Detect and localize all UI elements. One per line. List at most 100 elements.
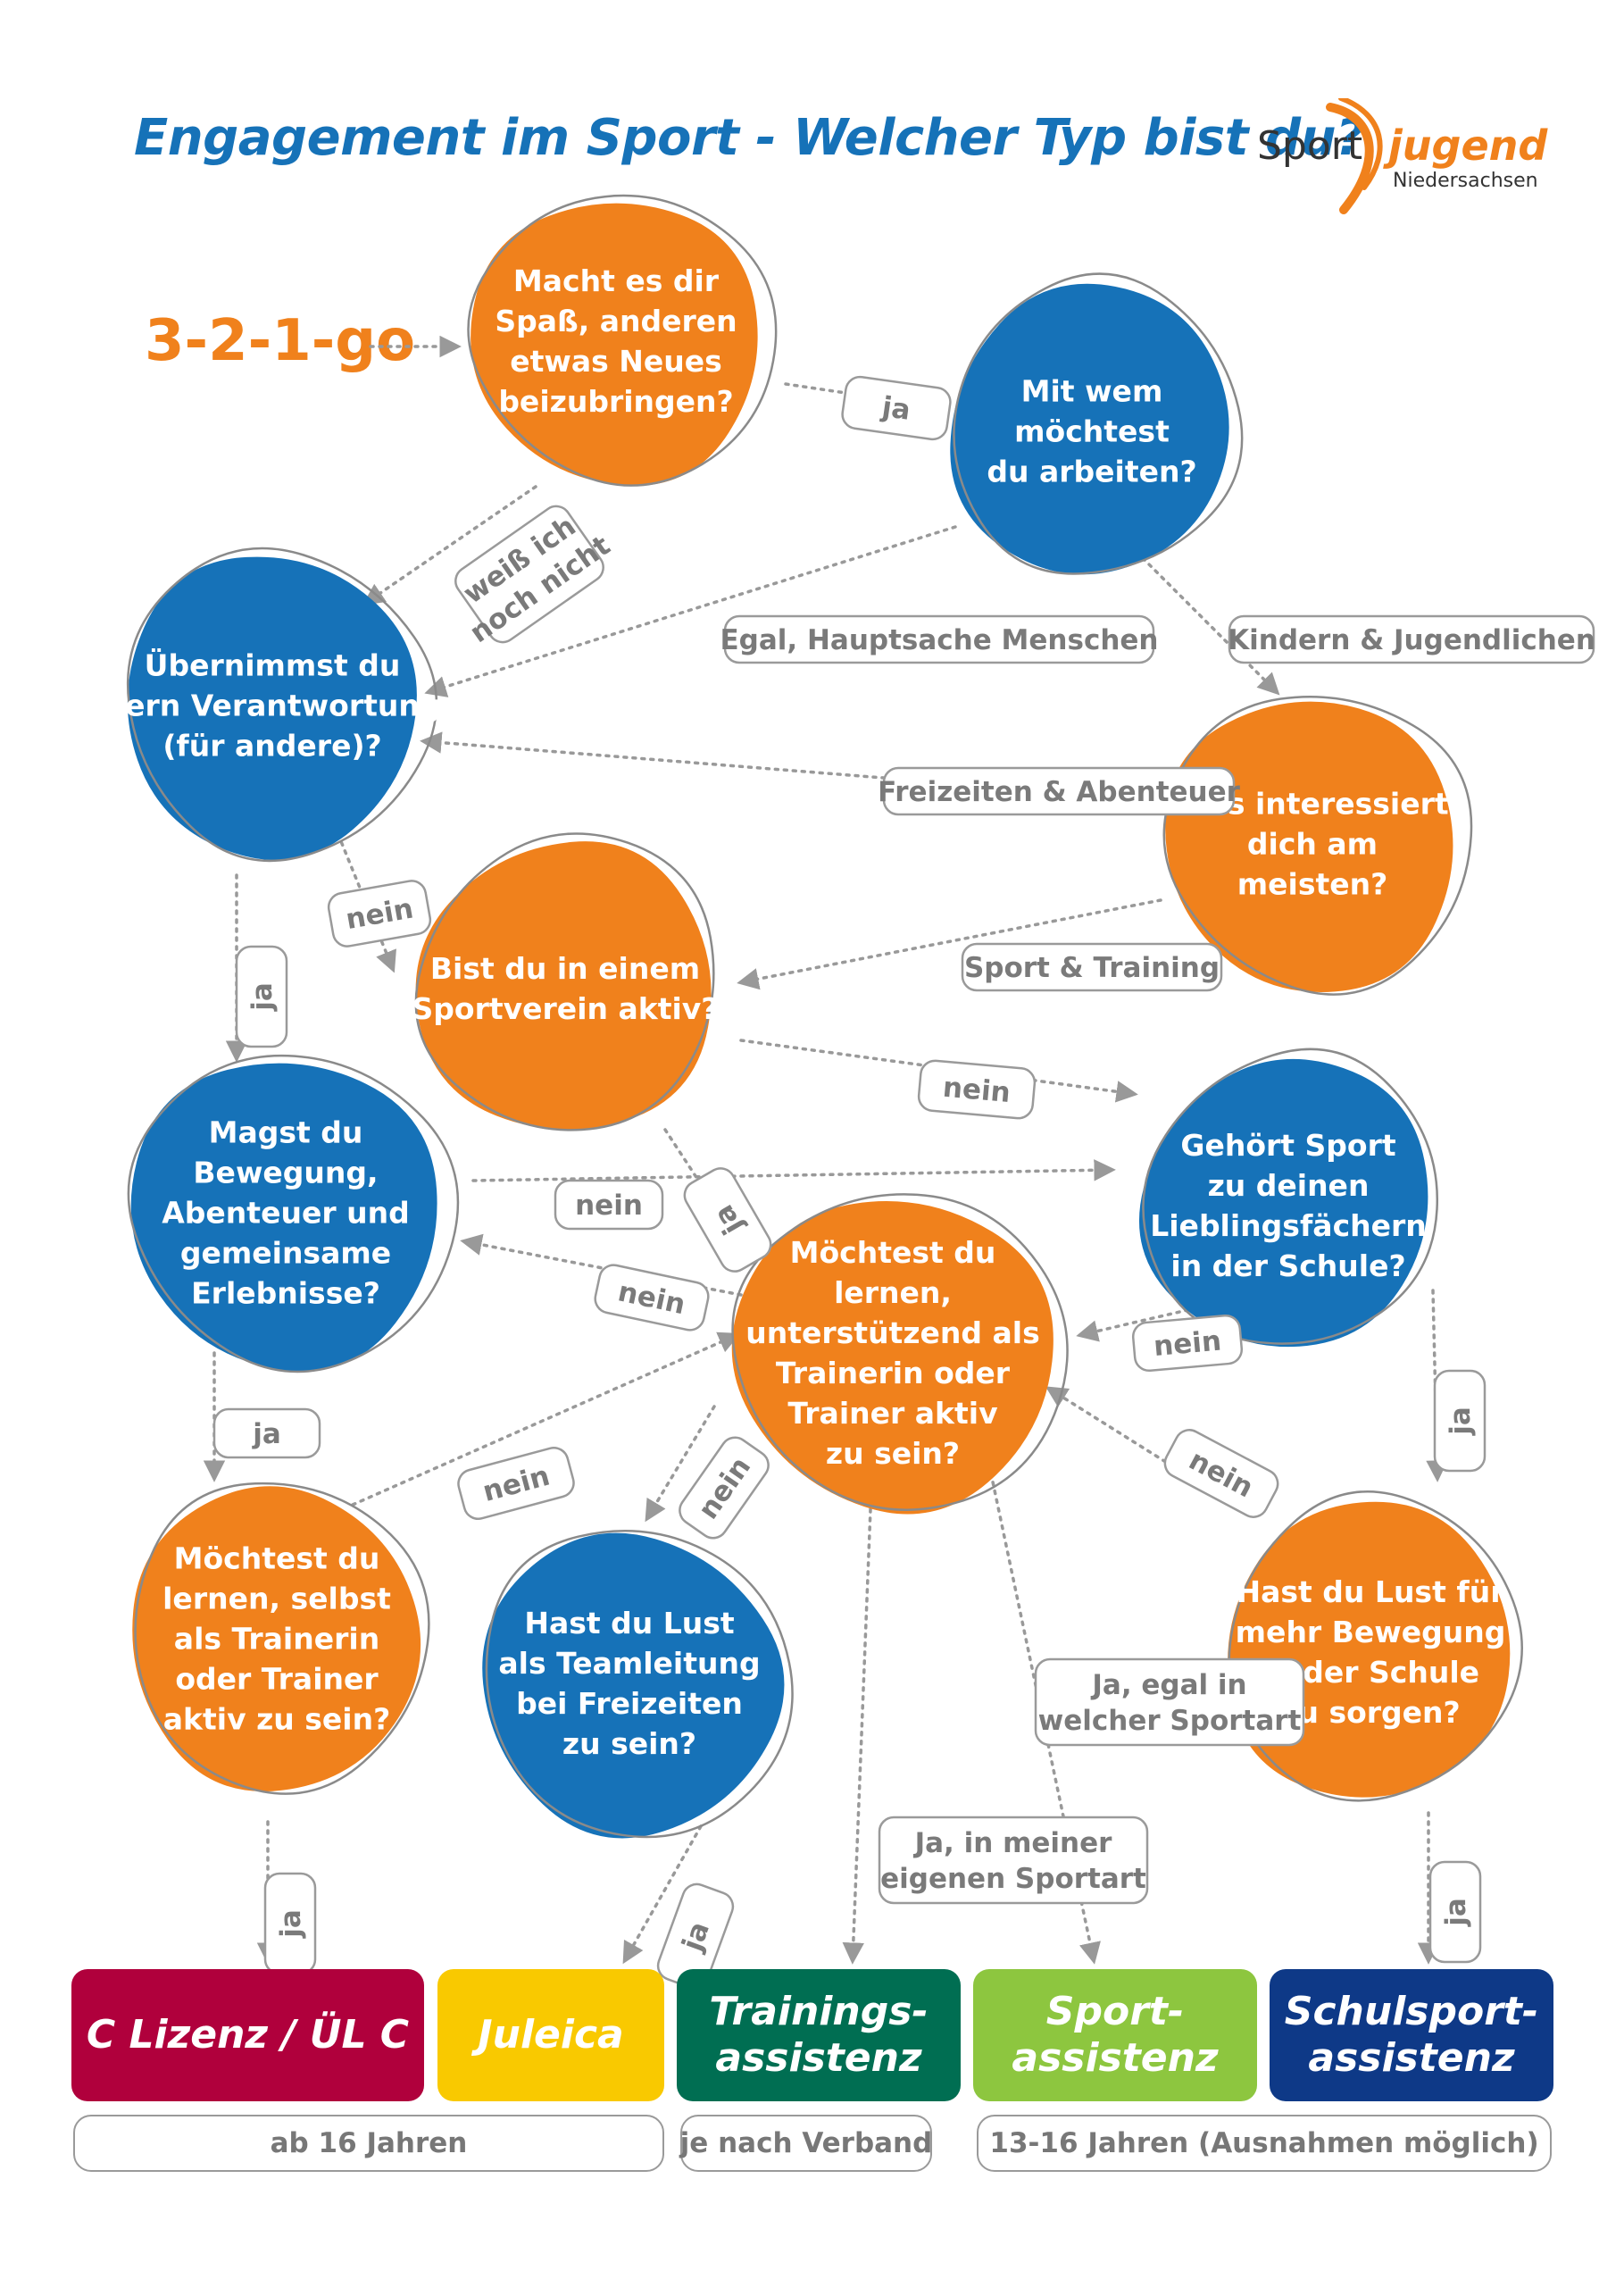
edge-label-text: nein — [942, 1072, 1012, 1109]
node-text-line: dich am — [1247, 827, 1378, 862]
node-outline — [485, 1530, 794, 1839]
node-text-line: Sportverein aktiv? — [412, 991, 719, 1026]
node-text-line: lernen, — [834, 1275, 952, 1310]
node-q-unterstuetzend: Möchtest du lernen, unterstützend alsTrain… — [731, 1193, 1069, 1515]
edge-label-box — [878, 1816, 1149, 1905]
edge-label-l10: nein — [554, 1179, 664, 1231]
edge-label-text: Egal, Hauptsache Menschen — [720, 624, 1159, 656]
edge-arrow-7 — [737, 898, 1162, 990]
edge-label-box — [454, 505, 604, 644]
node-text-line: Hast du Lust — [524, 1606, 735, 1640]
node-text-line: aktiv zu sein? — [163, 1702, 390, 1737]
edge-label-box — [1163, 1429, 1279, 1518]
node-text-line: Lieblingsfächern — [1150, 1208, 1427, 1243]
edge-label-text: nein — [575, 1190, 643, 1222]
result-label: assistenz — [1308, 2035, 1515, 2081]
edge-label-l8: ja — [235, 945, 288, 1048]
edge-arrow-11 — [471, 1159, 1116, 1182]
node-text-line: Magst du — [209, 1115, 363, 1150]
node-outline — [1228, 1490, 1523, 1802]
node-text-line: Trainer aktiv — [787, 1396, 998, 1431]
node-text-line: möchtest — [1014, 414, 1170, 449]
edge-label-box — [1228, 614, 1595, 664]
result-label: Trainings- — [709, 1989, 929, 2034]
edge-label-l16: nein — [457, 1446, 575, 1521]
node-text-line: in der Schule? — [1170, 1248, 1405, 1283]
edge-arrow-21 — [842, 1507, 872, 1965]
edge-label-text: ja — [1445, 1407, 1477, 1437]
edge-label-l4: Kindern & Jugendlichen — [1228, 614, 1595, 664]
edge-label-l21: ja — [263, 1872, 317, 1975]
result-trainingsassistenz: Trainings-assistenz — [677, 1969, 961, 2101]
age-note-age-16: ab 16 Jahren — [73, 2115, 664, 2172]
node-shape — [731, 1201, 1054, 1515]
edge-label-l6: Sport & Training — [961, 942, 1223, 992]
node-text-line: Möchtest du — [790, 1235, 996, 1270]
node-text-line: zu deinen — [1208, 1168, 1370, 1203]
node-text-line: meisten? — [1237, 867, 1388, 902]
edge-label-box — [212, 1407, 321, 1459]
node-text-line: Bewegung, — [193, 1156, 378, 1190]
node-text-line: (für andere)? — [162, 729, 381, 764]
node-text-line: beizubringen? — [498, 384, 733, 419]
result-juleica: Juleica — [437, 1969, 664, 2101]
node-text-line: zu sorgen? — [1280, 1695, 1460, 1730]
node-text-line: zu sein? — [826, 1436, 960, 1471]
node-text-line: Hast du Lust für — [1237, 1574, 1506, 1609]
age-note-age-verband: je nach Verband — [680, 2115, 932, 2172]
node-text-line: Spaß, anderen — [495, 304, 737, 338]
edge-label-text: welcher Sportart — [1038, 1705, 1302, 1737]
edge-label-box — [841, 375, 952, 441]
edge-label-box — [882, 766, 1236, 816]
logo-swoosh-icon — [1326, 98, 1383, 214]
edge-arrow-4 — [424, 525, 957, 697]
node-outline — [953, 272, 1244, 575]
edge-arrow-3 — [362, 485, 537, 605]
result-schulsportassistenz: Schulsport-assistenz — [1270, 1969, 1553, 2101]
node-shape — [127, 556, 417, 861]
node-text-line: du arbeiten? — [987, 455, 1196, 489]
edge-arrow-18 — [645, 1405, 716, 1523]
node-text-line: Macht es dir — [513, 263, 720, 298]
result-label: Schulsport- — [1284, 1989, 1539, 2034]
edge-label-text: Ja, in meiner — [913, 1827, 1113, 1859]
edge-label-box — [961, 942, 1223, 992]
result-label: Sport- — [1045, 1989, 1185, 2034]
edge-label-l18: nein — [1163, 1429, 1279, 1518]
edge-label-box — [723, 614, 1155, 664]
edge-label-l1: ja — [841, 375, 952, 441]
edge-label-l14: ja — [1433, 1369, 1487, 1473]
edge-label-text: ja — [1440, 1898, 1472, 1928]
node-text-line: gemeinsame — [180, 1236, 391, 1271]
edge-label-text: Ja, egal in — [1090, 1669, 1246, 1701]
node-text-line: Trainerin oder — [776, 1356, 1011, 1390]
edge-arrow-8 — [333, 824, 396, 973]
edge-label-l7: nein — [327, 880, 432, 947]
result-label: C Lizenz / ÜL C — [86, 2012, 410, 2058]
node-outline — [134, 1482, 430, 1795]
node-shape — [1165, 701, 1453, 992]
node-text-line: als Trainerin — [174, 1622, 379, 1657]
logo-sport-text: Sport — [1257, 123, 1363, 169]
node-text-line: Abenteuer und — [162, 1196, 409, 1231]
edge-label-text: nein — [1153, 1325, 1223, 1363]
result-label: assistenz — [715, 2035, 922, 2081]
node-shape — [950, 283, 1229, 575]
result-c_lizenz: C Lizenz / ÜL C — [71, 1969, 424, 2101]
edge-label-l15: ja — [212, 1407, 321, 1459]
edge-label-l19: Ja, egal in welcher Sportart — [1034, 1657, 1305, 1747]
node-text-line: Bist du in einem — [430, 951, 700, 986]
node-text-line: als Teamleitung — [498, 1646, 760, 1681]
start-label: 3-2-1-go — [145, 308, 416, 374]
edge-label-box — [594, 1264, 710, 1332]
node-text-line: unterstützend als — [745, 1315, 1040, 1350]
edge-label-l3: Egal, Hauptsache Menschen — [720, 614, 1159, 664]
edge-label-text: Kindern & Jugendlichen — [1228, 624, 1595, 656]
